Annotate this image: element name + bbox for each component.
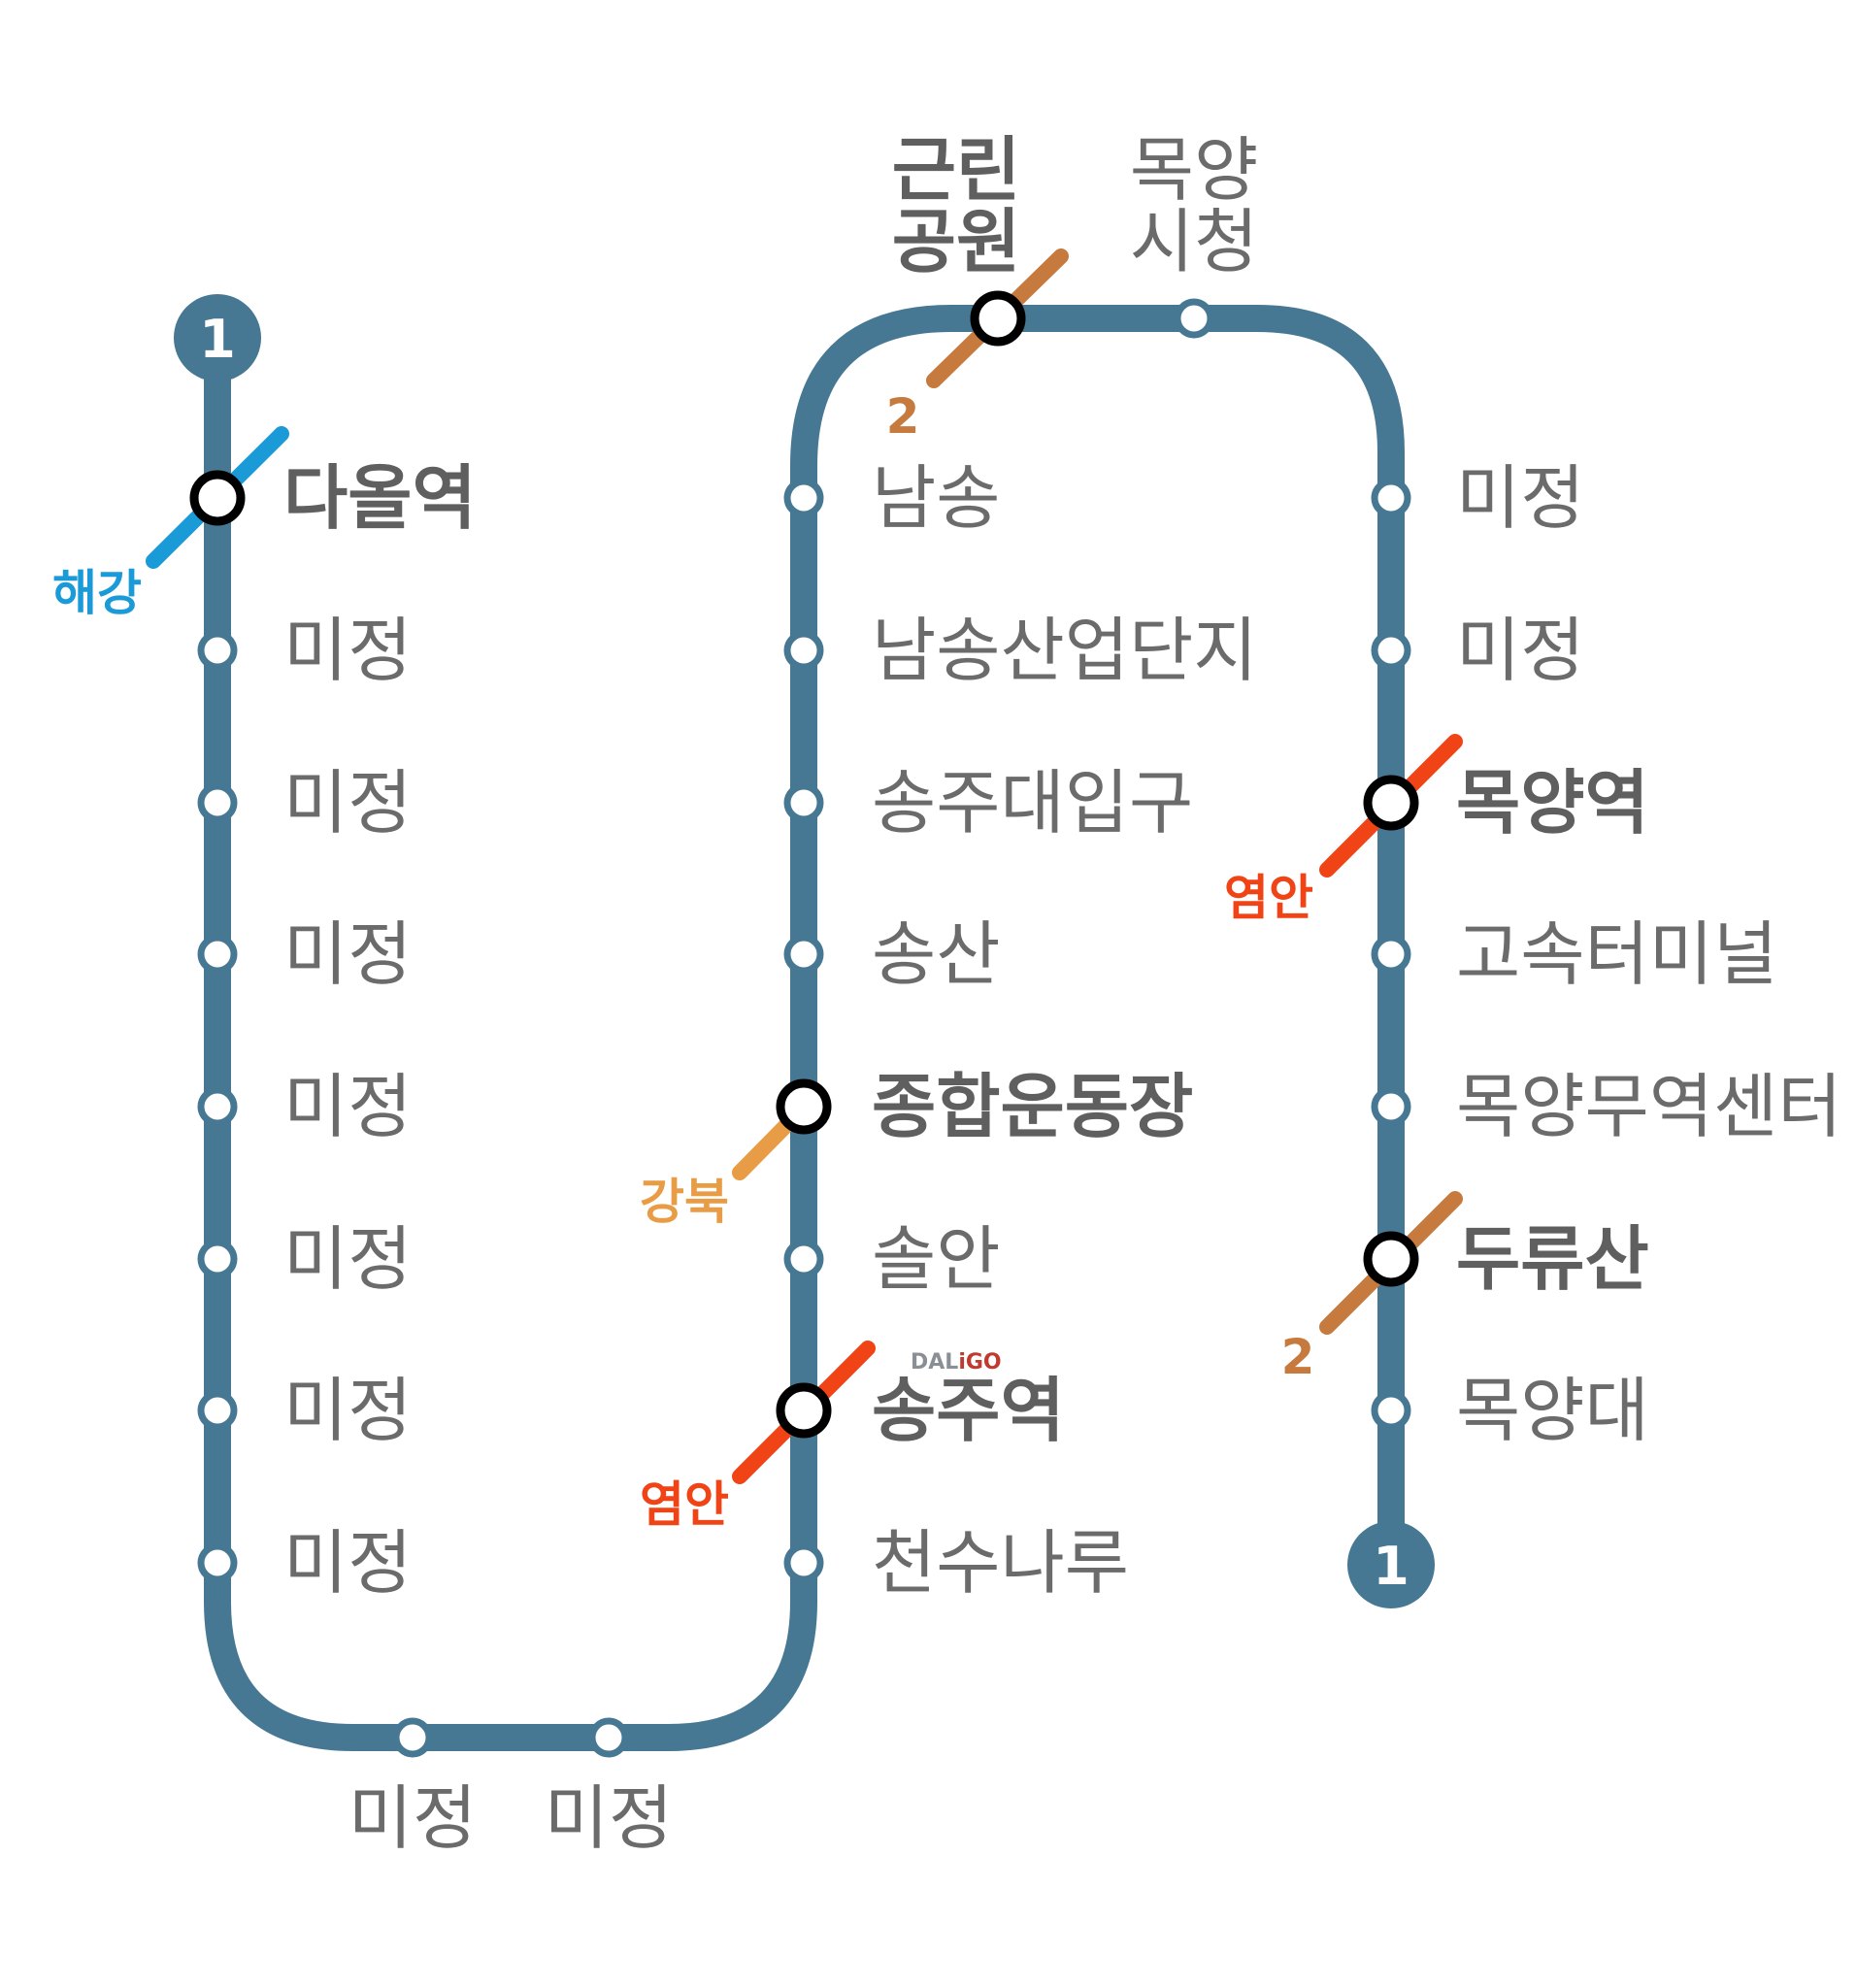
- svg-text:1: 1: [1373, 1536, 1409, 1597]
- station-label: 미정: [283, 610, 412, 691]
- station-label: 송산: [872, 913, 1000, 995]
- station-dot[interactable]: [1371, 1390, 1411, 1431]
- station-label: 고속터미널: [1456, 913, 1777, 995]
- station-label: 미정: [283, 913, 412, 995]
- terminal-badge-start: 1: [174, 294, 261, 381]
- station-label: 목양대: [1456, 1370, 1649, 1451]
- station-label-mokyang: 목양역: [1456, 762, 1649, 844]
- interchange-station-jonghap[interactable]: [776, 1078, 832, 1135]
- station-dot[interactable]: [783, 934, 824, 975]
- station-dot[interactable]: [1371, 630, 1411, 671]
- station-dot[interactable]: [197, 782, 238, 823]
- station-label-mokyang-city-line1: 목양: [1130, 129, 1258, 211]
- transfer-label-line2-right: 2: [1281, 1329, 1315, 1385]
- station-dot[interactable]: [197, 1542, 238, 1583]
- transfer-label-yeoman-left: 염안: [640, 1476, 729, 1533]
- station-label-duryusan: 두류산: [1456, 1218, 1649, 1300]
- station-dot[interactable]: [197, 630, 238, 671]
- station-label: 미정: [283, 762, 412, 844]
- transfer-label-line2-top: 2: [886, 388, 920, 445]
- interchange-station-geunrin[interactable]: [970, 290, 1026, 347]
- interchange-station-duryusan[interactable]: [1363, 1231, 1419, 1287]
- station-label: 미정: [283, 1218, 412, 1300]
- station-dot[interactable]: [197, 1390, 238, 1431]
- station-dot[interactable]: [392, 1717, 433, 1758]
- station-dot[interactable]: [1174, 298, 1214, 339]
- station-dot[interactable]: [197, 1239, 238, 1279]
- svg-text:1: 1: [199, 309, 236, 370]
- station-dot[interactable]: [588, 1717, 629, 1758]
- station-dot[interactable]: [783, 1239, 824, 1279]
- station-dot[interactable]: [783, 478, 824, 518]
- station-label: 미정: [283, 1370, 412, 1451]
- station-label: 미정: [1456, 457, 1584, 539]
- station-dot[interactable]: [197, 934, 238, 975]
- station-label: 미정: [283, 1522, 412, 1604]
- line-1-route: [204, 305, 1405, 1751]
- station-dot[interactable]: [1371, 1086, 1411, 1127]
- station-label: 남송산업단지: [872, 610, 1257, 691]
- station-label-jonghap: 종합운동장: [872, 1066, 1193, 1147]
- station-label: 솔안: [872, 1218, 1000, 1300]
- interchange-station-mokyang[interactable]: [1363, 775, 1419, 831]
- interchange-station-songju[interactable]: [776, 1382, 832, 1439]
- station-dot[interactable]: [1371, 934, 1411, 975]
- station-label: 미정: [348, 1777, 477, 1859]
- station-label-daol: 다올역: [283, 457, 477, 539]
- station-dot[interactable]: [783, 1542, 824, 1583]
- terminal-badge-end: 1: [1347, 1521, 1435, 1608]
- transfer-label-yeoman-right: 염안: [1224, 870, 1313, 926]
- station-label: 미정: [1456, 610, 1584, 691]
- station-label: 미정: [545, 1777, 673, 1859]
- station-dot[interactable]: [1371, 478, 1411, 518]
- station-dot[interactable]: [197, 1086, 238, 1127]
- transfer-label-gangbuk: 강북: [640, 1174, 729, 1230]
- transfer-label-haegang: 해강: [52, 565, 142, 621]
- station-dot[interactable]: [783, 630, 824, 671]
- station-label-mokyang-city-line2: 시청: [1130, 201, 1258, 282]
- station-label: 천수나루: [872, 1522, 1129, 1604]
- station-label: 목양무역센터: [1456, 1066, 1841, 1147]
- station-dot[interactable]: [783, 782, 824, 823]
- station-label: 미정: [283, 1066, 412, 1147]
- brand-logo: DALiGO: [911, 1350, 1002, 1375]
- interchange-station-daol[interactable]: [189, 470, 246, 526]
- station-label-songju: 송주역: [872, 1370, 1065, 1451]
- station-label-geunrin-line1: 근린: [892, 129, 1020, 211]
- station-label: 송주대입구: [872, 762, 1193, 844]
- station-label-geunrin-line2: 공원: [892, 201, 1020, 282]
- station-label: 남송: [872, 457, 1000, 539]
